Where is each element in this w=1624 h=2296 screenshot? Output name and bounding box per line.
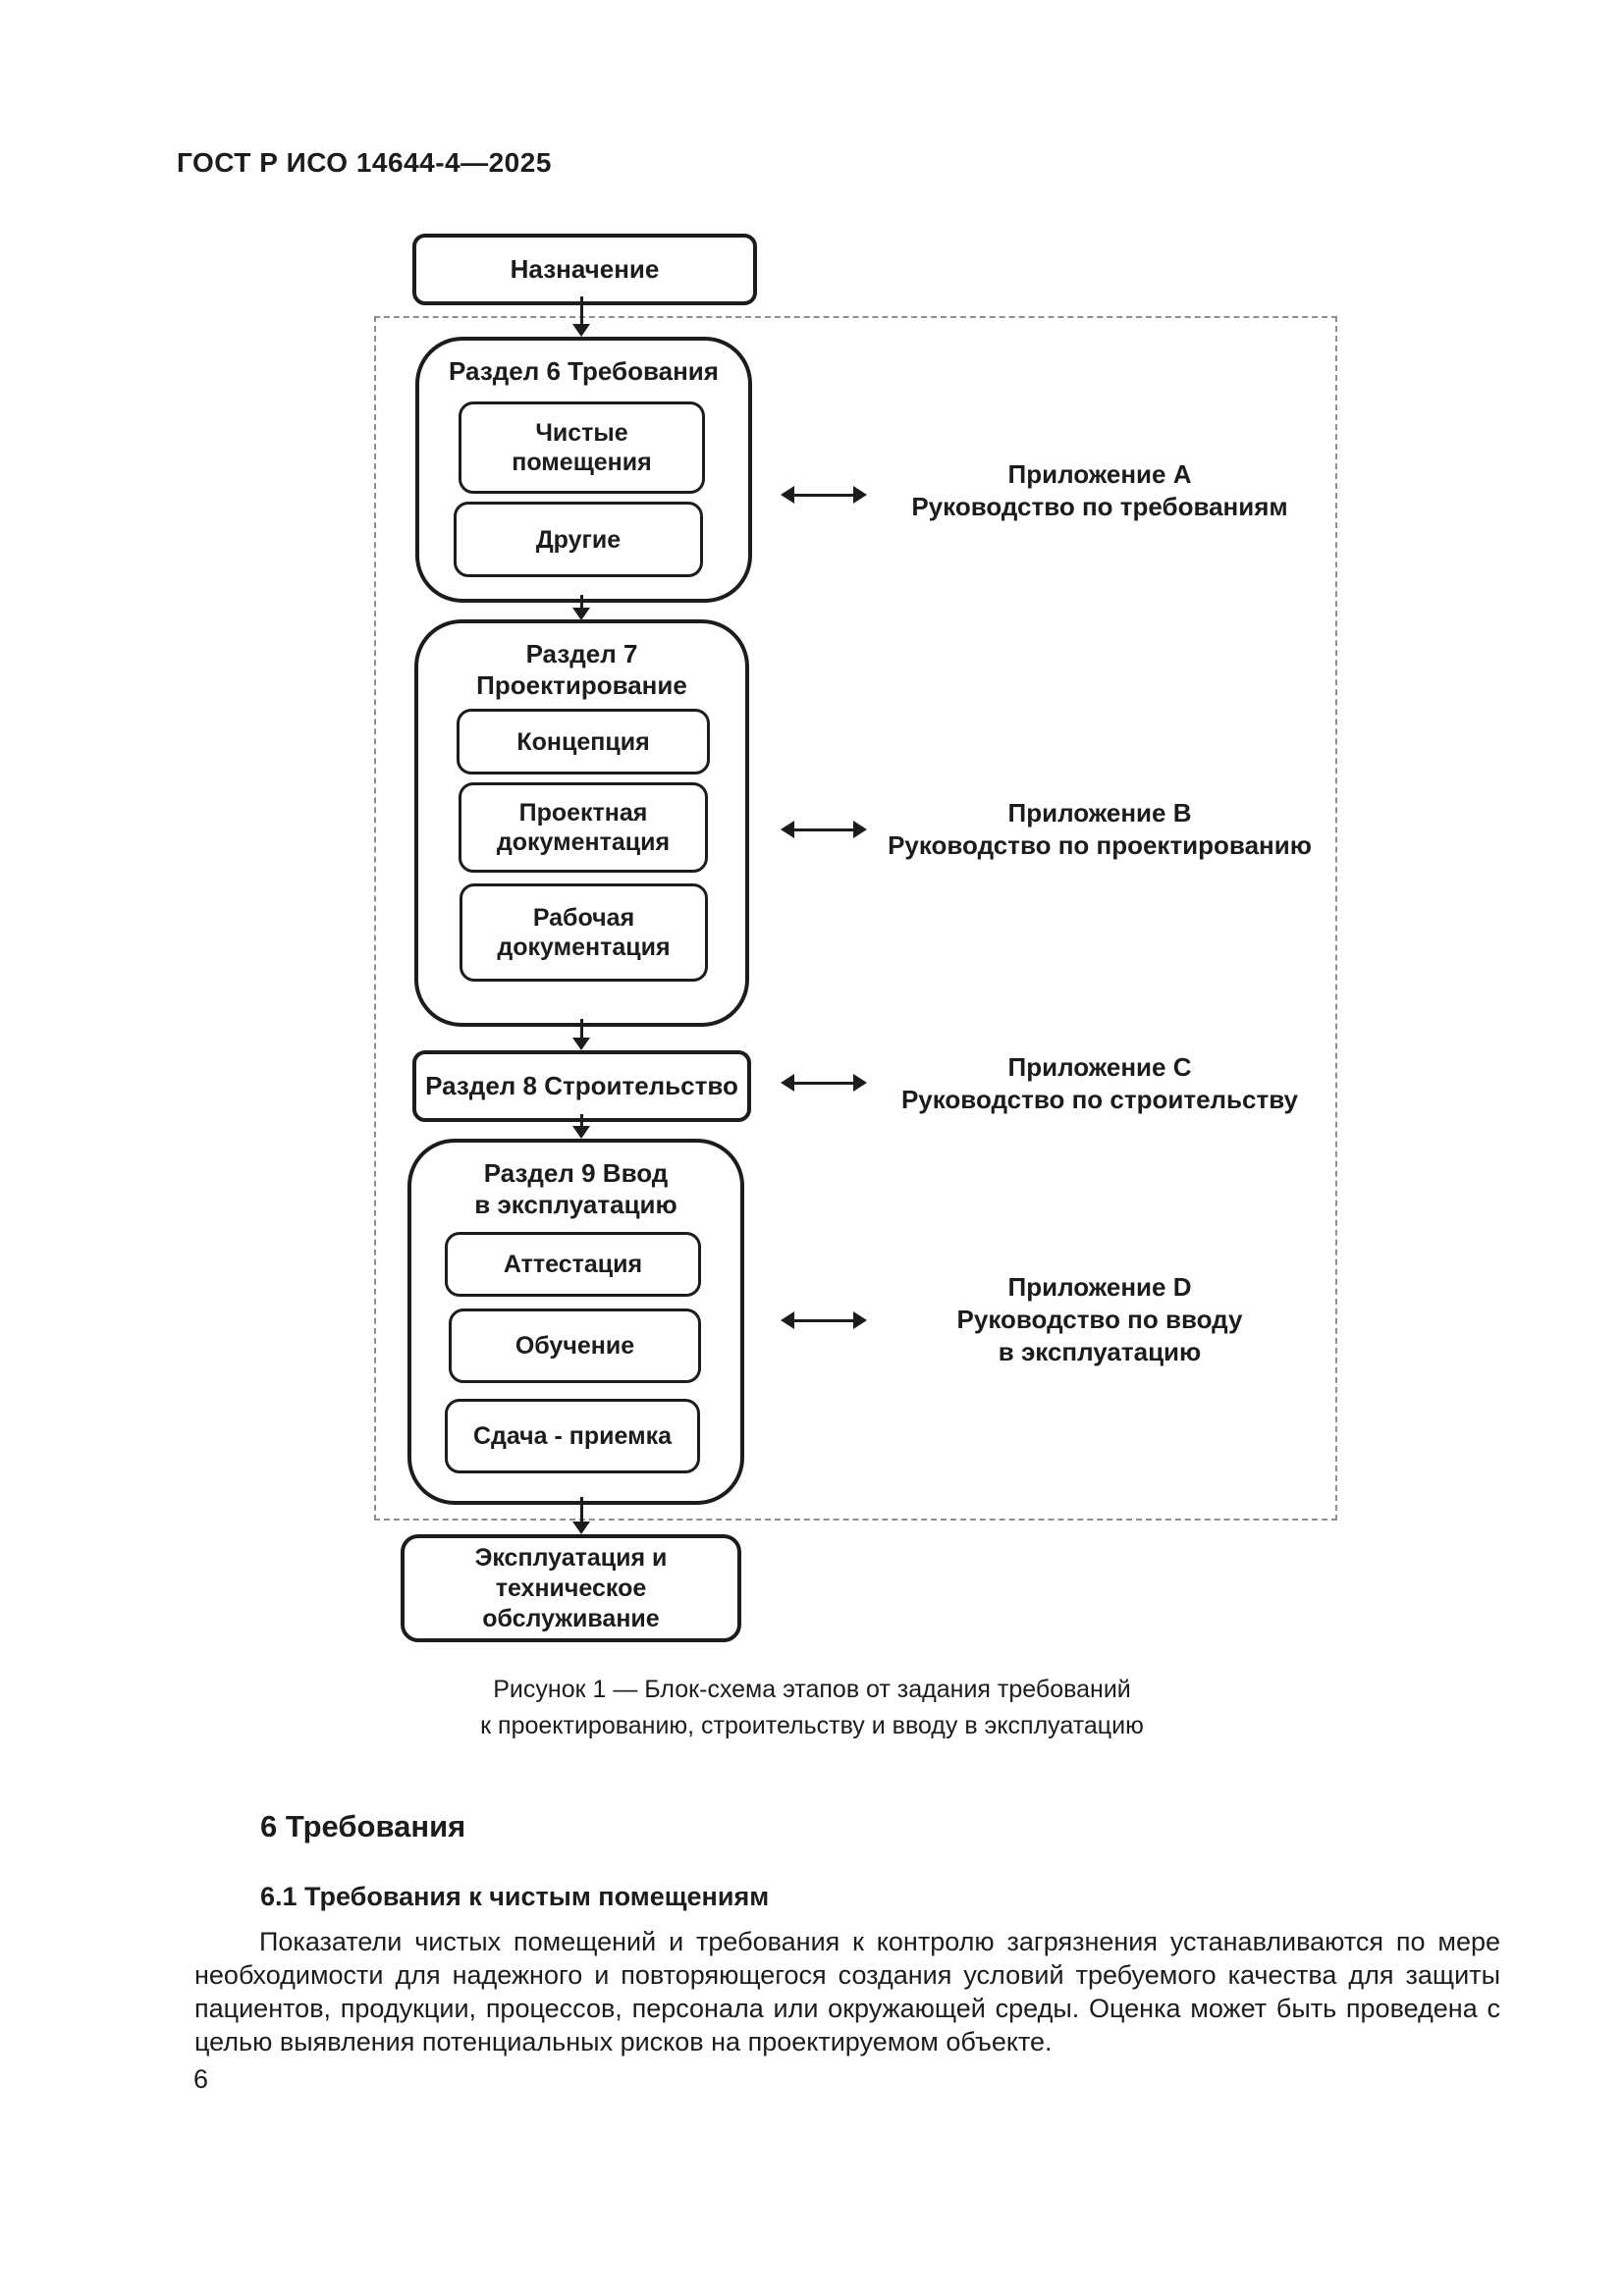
annex-c-label: Приложение C Руководство по строительств… bbox=[900, 1052, 1299, 1114]
arrow-head-left bbox=[781, 1074, 794, 1092]
double-arrow-icon bbox=[781, 485, 867, 505]
flowchart-node-attestaciya: Аттестация bbox=[445, 1232, 701, 1297]
down-arrow-icon bbox=[572, 296, 590, 337]
arrow-head bbox=[572, 608, 590, 620]
arrow-head bbox=[572, 1522, 590, 1534]
razdel7-title: Раздел 7 Проектирование bbox=[476, 639, 687, 700]
arrow-shaft bbox=[794, 1318, 853, 1322]
arrow-head-right bbox=[853, 1074, 867, 1092]
arrow-head-right bbox=[853, 486, 867, 504]
flowchart-node-razdel8: Раздел 8 Строительство bbox=[412, 1050, 751, 1122]
arrow-head bbox=[572, 324, 590, 337]
page-number: 6 bbox=[193, 2064, 209, 2094]
down-arrow-icon bbox=[572, 1114, 590, 1139]
flowchart-node-razdel7: Раздел 7 Проектирование Концепция Проект… bbox=[414, 619, 749, 1027]
section-subheading: 6.1 Требования к чистым помещениям bbox=[260, 1882, 770, 1911]
double-arrow-icon bbox=[781, 1310, 867, 1330]
arrow-head bbox=[572, 1038, 590, 1050]
arrow-shaft bbox=[794, 828, 853, 831]
arrow-head bbox=[572, 1126, 590, 1139]
flowchart-node-razdel6: Раздел 6 Требования Чистые помещения Дру… bbox=[415, 337, 752, 603]
flowchart-node-proektnaya-dokumentaciya: Проектная документация bbox=[459, 782, 708, 873]
double-arrow-icon bbox=[781, 820, 867, 839]
arrow-head-left bbox=[781, 821, 794, 838]
dashed-boundary-box bbox=[374, 316, 1337, 1521]
arrow-head-right bbox=[853, 821, 867, 838]
arrow-shaft bbox=[579, 296, 583, 324]
down-arrow-icon bbox=[572, 1019, 590, 1050]
annex-b-label: Приложение B Руководство по проектирован… bbox=[888, 798, 1312, 860]
arrow-shaft bbox=[579, 1114, 583, 1126]
arrow-shaft bbox=[579, 1497, 583, 1522]
flowchart-node-rabochaya-dokumentaciya: Рабочая документация bbox=[460, 883, 708, 982]
figure-flowchart: Назначение Раздел 6 Требования Чистые по… bbox=[374, 234, 1337, 1642]
razdel9-title: Раздел 9 Ввод в эксплуатацию bbox=[474, 1158, 677, 1219]
flowchart-node-chistye-pomeshcheniya: Чистые помещения bbox=[459, 401, 705, 494]
razdel6-title: Раздел 6 Требования bbox=[449, 356, 719, 386]
double-arrow-icon bbox=[781, 1073, 867, 1093]
arrow-shaft bbox=[794, 1081, 853, 1085]
flowchart-node-koncepciya: Концепция bbox=[457, 709, 710, 774]
down-arrow-icon bbox=[572, 1497, 590, 1534]
flowchart-node-razdel9: Раздел 9 Ввод в эксплуатацию Аттестация … bbox=[407, 1139, 744, 1505]
flowchart-node-obuchenie: Обучение bbox=[449, 1308, 701, 1383]
section-heading: 6 Требования bbox=[260, 1809, 466, 1843]
arrow-shaft bbox=[579, 1019, 583, 1038]
flowchart-node-ekspluataciya: Эксплуатация и техническое обслуживание bbox=[401, 1534, 741, 1642]
arrow-head-right bbox=[853, 1311, 867, 1329]
flowchart-node-drugie: Другие bbox=[454, 502, 703, 577]
flowchart-node-sdacha-priemka: Сдача - приемка bbox=[445, 1399, 700, 1473]
arrow-shaft bbox=[579, 595, 583, 608]
body-paragraph: Показатели чистых помещений и требования… bbox=[194, 1927, 1500, 2056]
arrow-head-left bbox=[781, 1311, 794, 1329]
down-arrow-icon bbox=[572, 595, 590, 620]
arrow-head-left bbox=[781, 486, 794, 504]
arrow-shaft bbox=[794, 493, 853, 497]
flowchart-node-naznachenie: Назначение bbox=[412, 234, 757, 305]
document-header: ГОСТ Р ИСО 14644-4—2025 bbox=[177, 147, 552, 178]
annex-a-label: Приложение A Руководство по требованиям bbox=[911, 459, 1288, 521]
annex-d-label: Приложение D Руководство по вводу в эксп… bbox=[956, 1272, 1243, 1366]
figure-caption: Рисунок 1 — Блок-схема этапов от задания… bbox=[480, 1676, 1144, 1739]
